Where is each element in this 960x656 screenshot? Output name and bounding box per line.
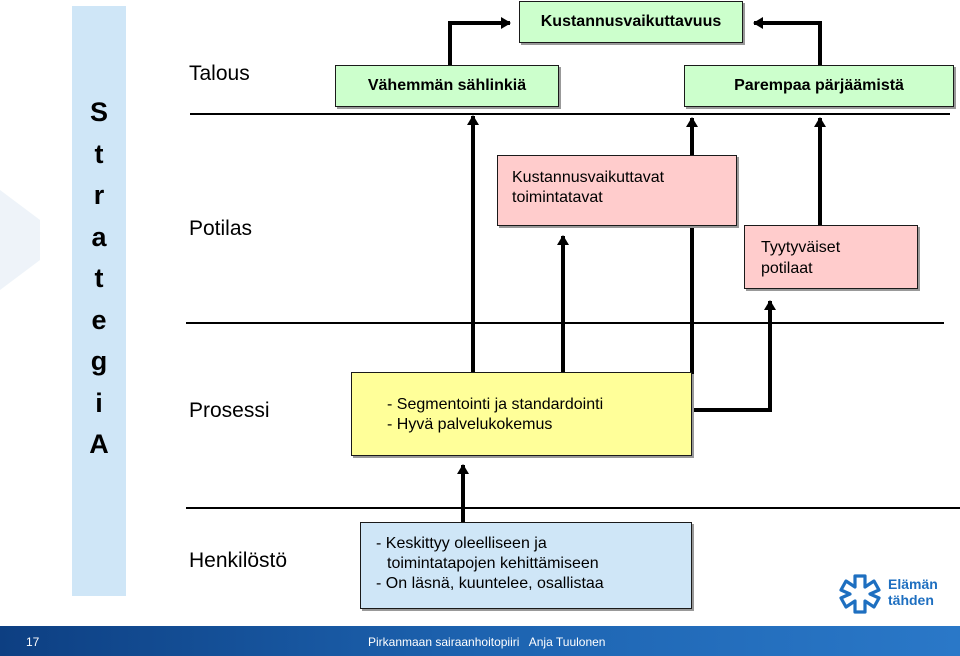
kustannusvaikuttavuus-label: Kustannusvaikuttavuus bbox=[540, 13, 722, 30]
strategy-letter: t bbox=[94, 138, 104, 169]
henkilosto-line: - On läsnä, kuuntelee, osallistaa bbox=[376, 575, 604, 592]
row-label-henkilosto: Henkilöstö bbox=[189, 549, 288, 572]
separator-line bbox=[190, 113, 950, 115]
tyytyvaiset-line: potilaat bbox=[761, 260, 813, 277]
tyytyvaiset-line: Tyytyväiset bbox=[761, 239, 841, 256]
strategy-letter: t bbox=[94, 263, 104, 293]
kustannusvaikuttavat-toimintatavat-box: Kustannusvaikuttavat toimintatavat bbox=[497, 155, 737, 226]
row-label-talous: Talous bbox=[189, 62, 250, 85]
strategy-letter: S bbox=[89, 97, 108, 127]
strategy-letter: e bbox=[91, 304, 107, 335]
strategy-letter: i bbox=[95, 387, 103, 418]
logo-line: Elämän bbox=[888, 576, 938, 592]
prosessi-line: - Segmentointi ja standardointi bbox=[387, 396, 604, 413]
footer-text: Pirkanmaan sairaanhoitopiiri Anja Tuulon… bbox=[368, 635, 606, 649]
vahemman-sahlinkia-box: Vähemmän sählinkiä bbox=[335, 65, 559, 107]
row-label-potilas: Potilas bbox=[189, 217, 253, 240]
henkilosto-line: - Keskittyy oleelliseen ja bbox=[376, 535, 547, 552]
tyytyvaiset-potilaat-box: Tyytyväiset potilaat bbox=[744, 225, 918, 289]
page-number: 17 bbox=[26, 635, 40, 649]
footer-bar: 17 Pirkanmaan sairaanhoitopiiri Anja Tuu… bbox=[0, 626, 960, 656]
strategy-letter: A bbox=[89, 429, 109, 459]
prosessi-box: - Segmentointi ja standardointi - Hyvä p… bbox=[351, 372, 692, 456]
parempaa-parjaamista-box: Parempaa pärjäämistä bbox=[684, 65, 954, 107]
henkilosto-box: - Keskittyy oleelliseen ja toimintatapoj… bbox=[360, 522, 692, 609]
elaman-tahden-logo: Elämän tähden bbox=[838, 572, 950, 618]
star-of-life-icon bbox=[839, 574, 881, 614]
strategy-letter: r bbox=[93, 180, 105, 210]
arrow-to-tyytyvaiset bbox=[692, 300, 776, 412]
henkilosto-line: toimintatapojen kehittämiseen bbox=[387, 555, 599, 572]
strategy-letter: a bbox=[91, 221, 107, 252]
logo-line: tähden bbox=[888, 592, 934, 608]
prosessi-line: - Hyvä palvelukokemus bbox=[387, 416, 553, 433]
parempaa-parjaamista-label: Parempaa pärjäämistä bbox=[734, 77, 904, 94]
vahemman-sahlinkia-label: Vähemmän sählinkiä bbox=[367, 77, 527, 94]
kustannusvaikuttavuus-box: Kustannusvaikuttavuus bbox=[519, 1, 743, 43]
row-label-prosessi: Prosessi bbox=[189, 399, 270, 422]
strategy-bar bbox=[72, 6, 126, 596]
watermark-ornament bbox=[0, 190, 40, 290]
strategy-letters: S t r a t e g i A bbox=[72, 92, 126, 466]
separator-line bbox=[186, 507, 960, 509]
toimintatavat-line: Kustannusvaikuttavat bbox=[512, 169, 665, 186]
arrow-to-kustannusvaikuttavuus-left bbox=[448, 17, 511, 66]
toimintatavat-line: toimintatavat bbox=[512, 189, 603, 206]
arrow-to-kustannusvaikuttavuus-right bbox=[753, 17, 822, 66]
strategy-letter: g bbox=[90, 346, 108, 376]
